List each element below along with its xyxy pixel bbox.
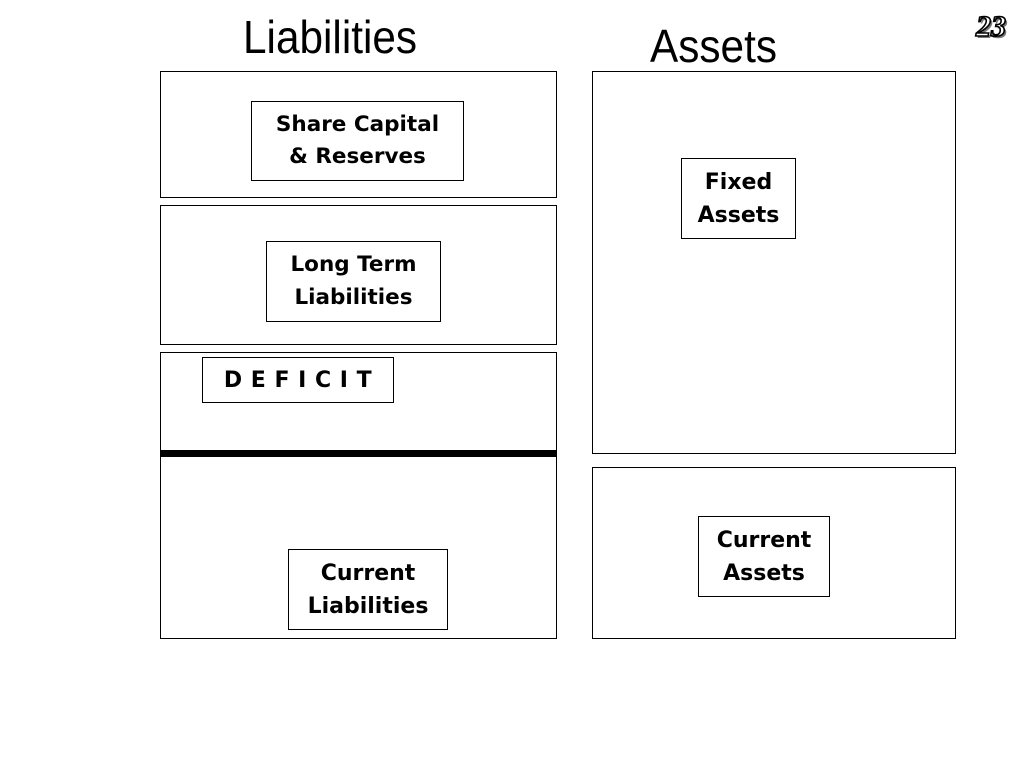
liabilities-heading: Liabilities	[243, 11, 418, 63]
current-liabilities-label: Current Liabilities	[288, 549, 448, 630]
deficit-divider-line	[160, 450, 557, 457]
fixed-assets-panel	[592, 71, 956, 454]
deficit-label: D E F I C I T	[202, 357, 394, 403]
current-assets-text: Current Assets	[716, 527, 812, 586]
deficit-text: D E F I C I T	[223, 367, 373, 393]
current-assets-label: Current Assets	[698, 516, 830, 597]
share-capital-text: Share Capital & Reserves	[275, 111, 440, 169]
long-term-liabilities-text: Long Term Liabilities	[290, 252, 417, 310]
fixed-assets-label: Fixed Assets	[681, 158, 796, 239]
long-term-liabilities-label: Long Term Liabilities	[266, 241, 441, 322]
assets-heading: Assets	[650, 20, 778, 72]
slide-number: 23	[975, 10, 1007, 43]
fixed-assets-text: Fixed Assets	[697, 169, 780, 228]
current-liabilities-text: Current Liabilities	[307, 560, 429, 619]
share-capital-label: Share Capital & Reserves	[251, 101, 464, 181]
